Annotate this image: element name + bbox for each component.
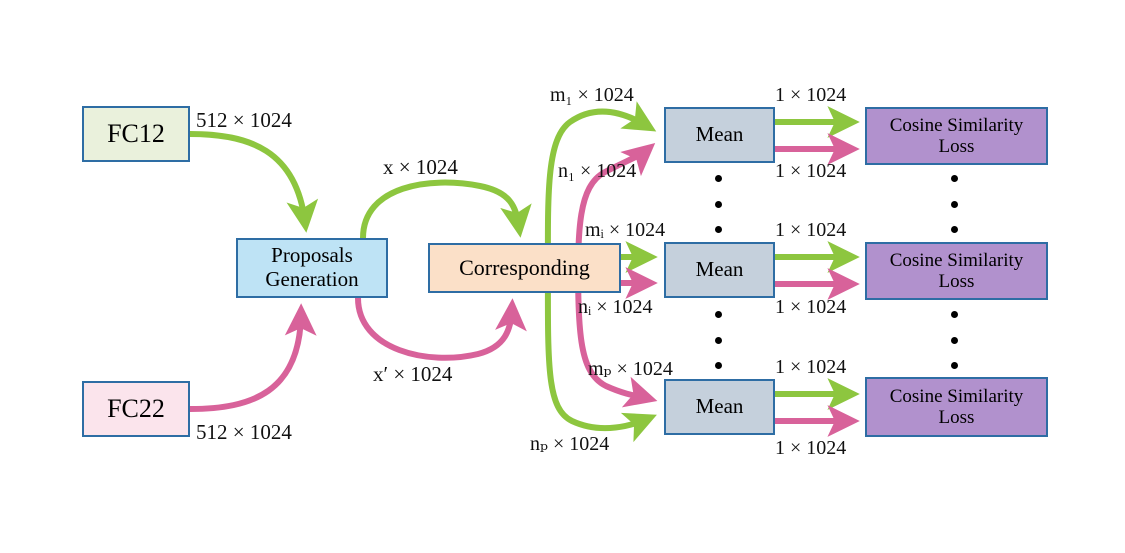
ellipsis-dot xyxy=(950,362,958,369)
node-mean-i-label: Mean xyxy=(695,257,744,282)
ellipsis-dot xyxy=(714,362,722,369)
wire-corresponding-to-mean-p-pink xyxy=(575,242,658,408)
node-corresponding-label: Corresponding xyxy=(459,254,590,280)
ellipsis-dot xyxy=(714,175,722,182)
node-mean-p-label: Mean xyxy=(695,394,744,419)
edge-label-n1-1024: n₁ × 1024 xyxy=(558,160,637,182)
wire-proposals-to-corresponding-green xyxy=(360,179,532,239)
loss-column-dots-upper xyxy=(950,175,958,233)
edge-label-x-prime-1024: x′ × 1024 xyxy=(373,362,453,386)
mean-column-dots-lower xyxy=(714,311,722,369)
mean-column-dots-upper xyxy=(714,175,722,233)
edge-label-mp-1024: mₚ × 1024 xyxy=(588,358,673,380)
edge-label-x-1024: x × 1024 xyxy=(383,155,458,179)
node-cosine-similarity-loss-i-label: Cosine Similarity Loss xyxy=(889,249,1024,292)
edge-label-ni-1024: nᵢ × 1024 xyxy=(578,296,653,318)
node-mean-i[interactable]: Mean xyxy=(664,242,775,298)
ellipsis-dot xyxy=(950,175,958,182)
node-mean-1[interactable]: Mean xyxy=(664,107,775,163)
ellipsis-dot xyxy=(950,311,958,318)
node-proposals-generation[interactable]: Proposals Generation xyxy=(236,238,388,298)
wire-fc22-to-proposals xyxy=(189,303,317,412)
edge-label-mean-p-output-top: 1 × 1024 xyxy=(775,356,847,378)
node-cosine-similarity-loss-1-label: Cosine Similarity Loss xyxy=(889,114,1024,157)
wire-proposals-to-corresponding-pink xyxy=(355,297,527,361)
ellipsis-dot xyxy=(950,226,958,233)
edge-label-mean-i-output-bottom: 1 × 1024 xyxy=(775,296,847,318)
node-fc22[interactable]: FC22 xyxy=(82,381,190,437)
node-cosine-similarity-loss-p-label: Cosine Similarity Loss xyxy=(889,385,1024,428)
node-fc12[interactable]: FC12 xyxy=(82,106,190,162)
ellipsis-dot xyxy=(714,336,722,344)
wire-fc12-to-proposals xyxy=(189,131,319,233)
node-mean-p[interactable]: Mean xyxy=(664,379,775,435)
ellipsis-dot xyxy=(714,200,722,208)
ellipsis-dot xyxy=(950,336,958,344)
node-cosine-similarity-loss-1[interactable]: Cosine Similarity Loss xyxy=(865,107,1048,165)
edge-label-mean-1-output-bottom: 1 × 1024 xyxy=(775,160,847,182)
wire-corresponding-to-mean-p-green xyxy=(544,242,657,443)
loss-column-dots-lower xyxy=(950,311,958,369)
ellipsis-dot xyxy=(714,311,722,318)
ellipsis-dot xyxy=(714,226,722,233)
edge-label-mean-i-output-top: 1 × 1024 xyxy=(775,219,847,241)
edge-label-fc12-output: 512 × 1024 xyxy=(196,108,292,132)
edge-label-m1-1024: m₁ × 1024 xyxy=(550,84,634,106)
node-proposals-generation-label: Proposals Generation xyxy=(265,243,359,291)
ellipsis-dot xyxy=(950,200,958,208)
edge-label-mean-1-output-top: 1 × 1024 xyxy=(775,84,847,106)
node-fc22-label: FC22 xyxy=(107,394,165,424)
edge-label-mi-1024: mᵢ × 1024 xyxy=(585,219,666,241)
node-corresponding[interactable]: Corresponding xyxy=(428,243,621,293)
node-fc12-label: FC12 xyxy=(107,119,165,149)
wire-corresponding-to-mean-1-green xyxy=(544,101,657,294)
edge-label-fc22-output: 512 × 1024 xyxy=(196,420,292,444)
node-cosine-similarity-loss-p[interactable]: Cosine Similarity Loss xyxy=(865,377,1048,437)
node-mean-1-label: Mean xyxy=(695,122,744,147)
edge-label-np-1024: nₚ × 1024 xyxy=(530,433,610,455)
node-cosine-similarity-loss-i[interactable]: Cosine Similarity Loss xyxy=(865,242,1048,300)
edge-label-mean-p-output-bottom: 1 × 1024 xyxy=(775,437,847,459)
